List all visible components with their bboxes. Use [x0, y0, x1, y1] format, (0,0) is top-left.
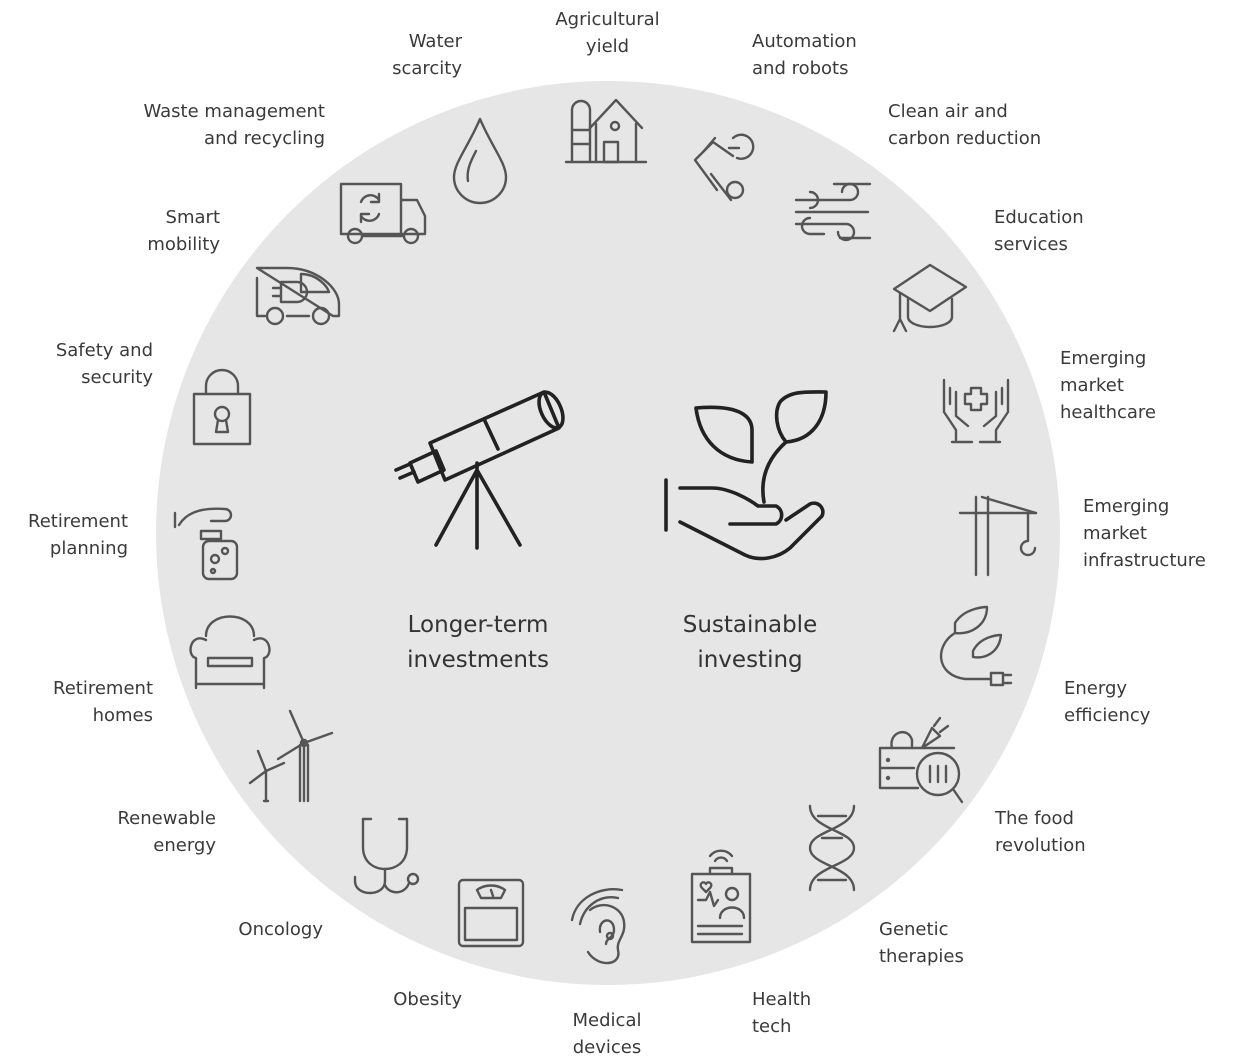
leaf-plug-icon	[940, 605, 1013, 687]
theme-label-retirement-planning: Retirement planning	[28, 511, 128, 559]
dna-icon	[808, 804, 856, 892]
theme-label-em-infrastructure: Emerging market infrastructure	[1083, 496, 1206, 571]
water-drop-icon	[452, 117, 508, 205]
wind-icon	[794, 182, 872, 242]
theme-label-smart-mobility: Smart mobility	[147, 207, 220, 255]
savings-jar-icon	[173, 507, 239, 581]
telescope-icon	[394, 390, 565, 550]
health-monitor-icon	[690, 849, 752, 944]
background-circle	[156, 81, 1060, 985]
crane-icon	[958, 495, 1038, 577]
farm-house-icon	[564, 98, 648, 164]
theme-label-oncology: Oncology	[238, 919, 323, 940]
scale-icon	[457, 878, 525, 948]
theme-label-renewable-energy: Renewable energy	[117, 808, 216, 856]
theme-label-health-tech: Health tech	[752, 989, 812, 1037]
hand-with-sprout-icon	[664, 390, 828, 561]
theme-label-clean-air: Clean air and carbon reduction	[888, 101, 1042, 149]
theme-label-medical-devices: Medical devices	[572, 1010, 642, 1058]
theme-label-em-healthcare: Emerging market healthcare	[1060, 348, 1156, 423]
theme-label-retirement-homes: Retirement homes	[53, 678, 153, 726]
padlock-icon	[192, 368, 252, 446]
robot-arm-icon	[693, 133, 755, 202]
theme-label-food-revolution: The food revolution	[995, 808, 1086, 856]
wind-turbine-icon	[248, 709, 334, 803]
theme-label-obesity: Obesity	[393, 989, 462, 1010]
caring-hands-icon	[942, 378, 1010, 444]
graduation-cap-icon	[892, 263, 968, 333]
armchair-icon	[189, 615, 271, 690]
electric-car-icon	[255, 266, 341, 326]
longer-term-investments-label: Longer-term investments	[407, 612, 549, 673]
theme-label-education-services: Education services	[994, 207, 1084, 255]
theme-label-water-scarcity: Water scarcity	[392, 31, 462, 79]
sustainable-investing-label: Sustainable investing	[682, 612, 818, 673]
theme-label-agricultural-yield: Agricultural yield	[555, 9, 660, 57]
theme-label-automation-and-robots: Automation and robots	[752, 31, 857, 79]
hearing-aid-icon	[570, 888, 626, 965]
theme-label-energy-efficiency: Energy efficiency	[1064, 678, 1151, 726]
recycling-truck-icon	[339, 182, 427, 245]
theme-label-safety-and-security: Safety and security	[55, 340, 153, 388]
theme-label-genetic-therapies: Genetic therapies	[879, 919, 964, 967]
food-inspection-icon	[878, 716, 964, 804]
stethoscope-icon	[353, 817, 420, 895]
theme-label-waste-management: Waste management and recycling	[143, 101, 326, 149]
